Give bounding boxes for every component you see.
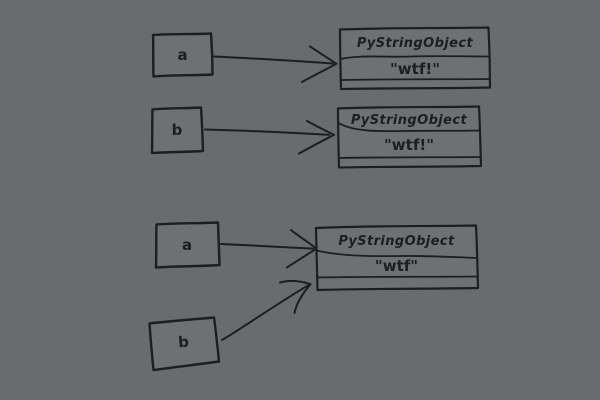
object-box-2-divider-bottom — [338, 156, 482, 159]
arrow-a-to-object3 — [220, 243, 314, 250]
arrow-b-to-object2-head-lower — [298, 133, 335, 155]
object-box-3 — [314, 224, 480, 292]
var-box-a-top — [151, 32, 214, 78]
arrow-b-to-object2 — [204, 128, 330, 136]
arrow-b-to-object3-head-lower — [293, 283, 312, 314]
arrow-b-to-object3-head-upper — [279, 279, 312, 286]
arrow-a-to-object1 — [213, 55, 334, 65]
arrow-b-to-object2-head-upper — [306, 120, 335, 136]
arrow-b-to-object3 — [221, 283, 310, 341]
var-box-b-middle — [150, 106, 205, 155]
object-box-1 — [338, 26, 492, 91]
arrow-a-to-object1-head-upper — [309, 45, 338, 65]
arrow-a-to-object1-head-lower — [301, 62, 338, 83]
object-box-3-divider-bottom — [316, 275, 479, 279]
object-box-1-divider-header — [339, 55, 490, 60]
object-box-2 — [336, 105, 483, 169]
object-box-1-divider-bottom — [340, 78, 491, 81]
arrow-a-to-object3-head-lower — [286, 247, 318, 269]
var-box-a-bottom — [154, 221, 221, 269]
arrow-a-to-object3-head-upper — [290, 229, 318, 250]
object-box-2-divider-header — [337, 122, 481, 133]
object-box-3-divider-header — [315, 249, 478, 259]
var-box-b-bottom — [148, 316, 221, 372]
